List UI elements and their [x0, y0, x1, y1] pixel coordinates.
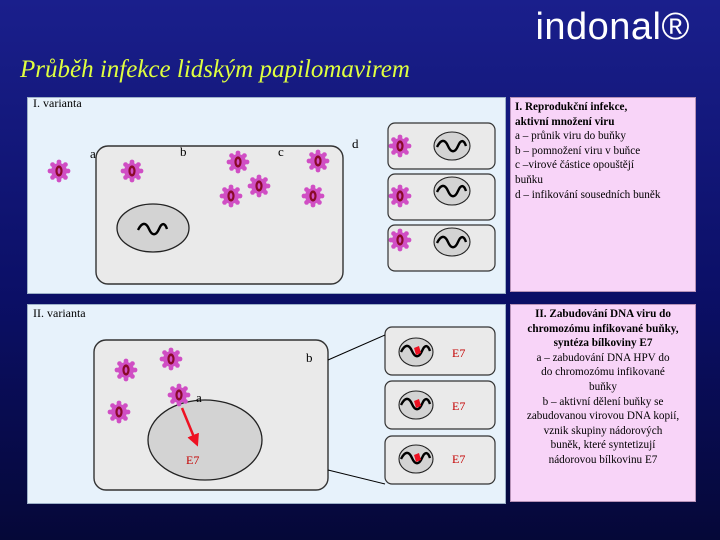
virus-infecting-neighbour: [388, 134, 412, 158]
step-b-label-variant-1: b: [180, 144, 187, 159]
division-connector: [327, 334, 386, 485]
notes-2-step-b-cont-4: nádorovou bílkovinu E7: [548, 453, 658, 466]
step-a-label-variant-2: a: [196, 390, 202, 405]
virus-outside-cell: [114, 358, 138, 382]
variant-1-label: I. varianta: [33, 96, 82, 110]
e7-expression-arrow: [180, 407, 199, 447]
virus-leaving-cell: [301, 184, 325, 208]
notes-2-step-a-cont-1: do chromozómu infikované: [541, 366, 665, 379]
virus-replicated: [219, 184, 243, 208]
virus-outside-cell: [47, 159, 71, 183]
virus-replicated: [226, 150, 250, 174]
tumour-cell-e7-label: E7: [452, 399, 465, 413]
virus-infecting-neighbour: [388, 228, 412, 252]
notes-1-step-d: d – infikování sousedních buněk: [515, 188, 661, 201]
notes-2-heading-line-2: chromozómu infikované buňky,: [527, 322, 679, 335]
notes-1-heading-line-2: aktivní množení viru: [515, 115, 615, 128]
page-title: Průběh infekce lidským papilomavirem: [20, 56, 410, 83]
step-d-label-variant-1: d: [352, 136, 359, 151]
neighbour-nucleus: [433, 176, 471, 206]
nucleus-variant-2: [147, 399, 263, 481]
tumour-cell-e7-label: E7: [452, 452, 465, 466]
notes-2-step-a: a – zabudování DNA HPV do: [536, 351, 670, 364]
notes-2-step-b: b – aktivní dělení buňky se: [542, 395, 664, 408]
notes-1-step-c-cont: buňku: [515, 173, 543, 186]
virus-replicated: [247, 174, 271, 198]
brand-logo: indonal®: [535, 6, 690, 48]
notes-2-step-b-cont-3: buněk, které syntetizují: [550, 439, 656, 452]
step-c-label-variant-1: c: [278, 144, 284, 159]
notes-variant-2: II. Zabudování DNA viru do chromozómu in…: [510, 304, 696, 502]
virus-entering-cell: [120, 159, 144, 183]
variant-2-label: II. varianta: [33, 306, 86, 320]
tumour-cell-e7-label: E7: [452, 346, 465, 360]
notes-1-step-a: a – průnik viru do buňky: [515, 130, 626, 143]
step-b-label-variant-2: b: [306, 350, 313, 365]
neighbour-nucleus: [433, 227, 471, 257]
notes-1-heading-line-1: I. Reprodukční infekce,: [515, 101, 628, 113]
virus-outside-cell: [107, 400, 131, 424]
notes-2-heading-line-1: II. Zabudování DNA viru do: [535, 308, 671, 320]
nucleus-variant-1: [116, 203, 190, 253]
notes-variant-1: I. Reprodukční infekce, aktivní množení …: [510, 97, 696, 292]
step-a-label-variant-1: a: [90, 146, 96, 161]
virus-in-nucleus: [167, 383, 191, 407]
neighbour-nucleus: [433, 131, 471, 161]
notes-1-step-c: c –virové částice opouštějí: [515, 159, 634, 172]
notes-2-step-b-cont-2: vznik skupiny nádorových: [543, 424, 663, 437]
virus-in-cell: [159, 347, 183, 371]
virus-leaving-cell: [306, 149, 330, 173]
notes-2-heading-line-3: syntéza bílkoviny E7: [553, 337, 653, 350]
nucleus-e7-label: E7: [186, 453, 199, 467]
virus-infecting-neighbour: [388, 184, 412, 208]
notes-2-step-a-cont-2: buňky: [589, 380, 617, 393]
notes-2-step-b-cont-1: zabudovanou virovou DNA kopií,: [526, 410, 680, 423]
notes-1-step-b: b – pomnožení viru v buňce: [515, 144, 641, 157]
